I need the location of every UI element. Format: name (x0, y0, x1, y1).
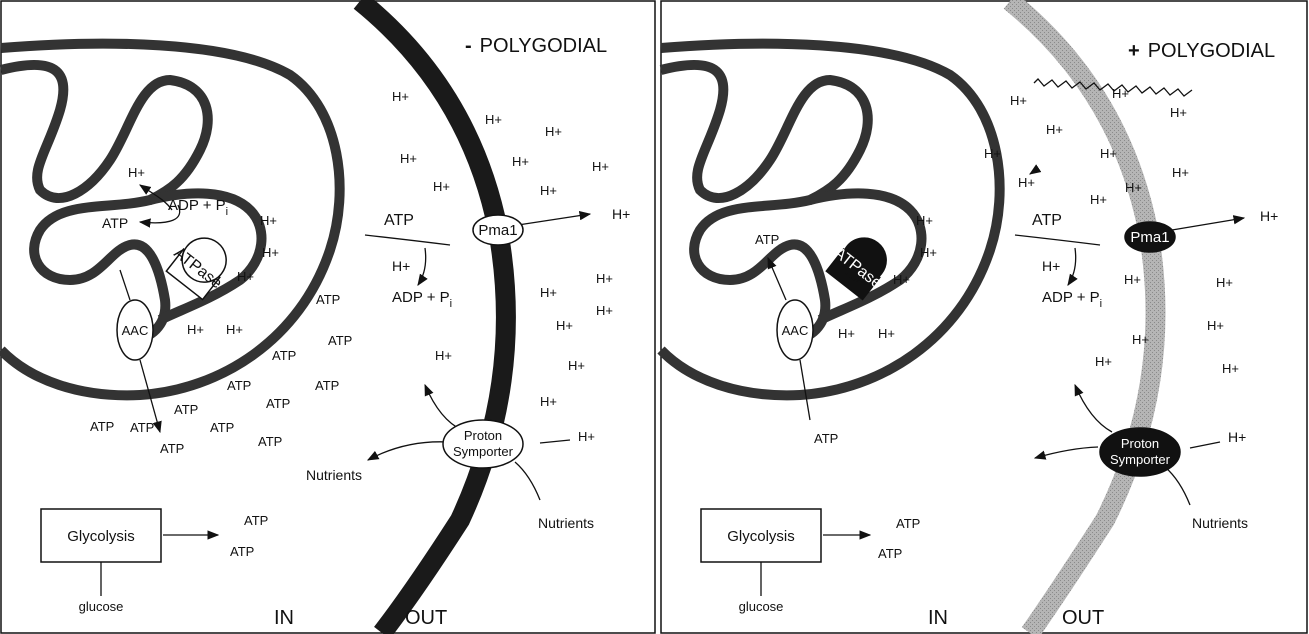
symporter-h-label: H+ (1228, 429, 1246, 445)
h-ion: H+ (512, 154, 529, 169)
h-ion: H+ (592, 159, 609, 174)
atp: ATP (227, 378, 251, 393)
h-ion: H+ (1090, 192, 1107, 207)
nutrients-in-label: Nutrients (306, 467, 362, 483)
symporter-label-2: Symporter (1110, 452, 1171, 467)
glycolysis-atp-1: ATP (896, 516, 920, 531)
h-ion: H+ (838, 326, 855, 341)
h-ion: H+ (878, 326, 895, 341)
h-ion: H+ (1207, 318, 1224, 333)
h-ion: H+ (435, 348, 452, 363)
h-ion: H+ (1112, 86, 1129, 101)
aac-label: AAC (782, 323, 809, 338)
h-ion: H+ (485, 112, 502, 127)
pma1-h-out-label: H+ (1260, 208, 1278, 224)
h-ion: H+ (1100, 146, 1117, 161)
out-label: OUT (405, 607, 447, 629)
h-ion: H+ (1170, 105, 1187, 120)
h-ion: H+ (540, 183, 557, 198)
panel-plus-polygodial: ATPase AAC ATP ATP Pma1 ATP H+ ADP + Pi … (661, 1, 1307, 633)
h-ion: H+ (596, 271, 613, 286)
symporter-label-1: Proton (464, 428, 502, 443)
h-ion: H+ (262, 245, 279, 260)
h-ion: H+ (984, 146, 1001, 161)
h-ion: H+ (1010, 93, 1027, 108)
symporter-label-1: Proton (1121, 436, 1159, 451)
h-ion: H+ (893, 272, 910, 287)
pma1-label: Pma1 (478, 222, 517, 239)
atp: ATP (160, 441, 184, 456)
pma1-h-in-label: H+ (392, 258, 410, 274)
nutrients-out-label: Nutrients (538, 515, 594, 531)
symporter-label-2: Symporter (453, 444, 514, 459)
atp: ATP (174, 402, 198, 417)
h-ion: H+ (400, 151, 417, 166)
pma1-h-in-label: H+ (1042, 258, 1060, 274)
h-ion: H+ (1216, 275, 1233, 290)
aac-atp-out: ATP (130, 420, 154, 435)
h-ion: H+ (433, 179, 450, 194)
aac-atp-in: ATP (755, 232, 779, 247)
in-label: IN (274, 607, 294, 629)
panel-title: -POLYGODIAL (465, 35, 607, 57)
nutrients-out-label: Nutrients (1192, 515, 1248, 531)
h-ion: H+ (1222, 361, 1239, 376)
in-label: IN (928, 607, 948, 629)
atp: ATP (328, 333, 352, 348)
mito-atp-label: ATP (102, 215, 128, 231)
atp: ATP (266, 396, 290, 411)
h-ion: H+ (226, 322, 243, 337)
h-ion: H+ (568, 358, 585, 373)
h-ion: H+ (916, 213, 933, 228)
h-ion: H+ (596, 303, 613, 318)
mito-h-label: H+ (128, 165, 145, 180)
h-ion: H+ (1172, 165, 1189, 180)
atp: ATP (210, 420, 234, 435)
h-ion: H+ (1046, 122, 1063, 137)
aac-label: AAC (122, 323, 149, 338)
pma1-h-out-label: H+ (612, 206, 630, 222)
out-label: OUT (1062, 607, 1104, 629)
glycolysis-atp-2: ATP (878, 546, 902, 561)
h-ion: H+ (540, 394, 557, 409)
h-ion: H+ (260, 213, 277, 228)
glycolysis-label: Glycolysis (727, 528, 795, 545)
h-ion: H+ (1124, 272, 1141, 287)
pma1-label: Pma1 (1130, 229, 1169, 246)
glucose-label: glucose (79, 599, 124, 614)
atp: ATP (90, 419, 114, 434)
glucose-label: glucose (739, 599, 784, 614)
panel-minus-polygodial: ATPase AAC H+ ADP + Pi ATP ATP Pma1 ATP … (1, 1, 655, 633)
atp: ATP (258, 434, 282, 449)
atp: ATP (272, 348, 296, 363)
panel-title: +POLYGODIAL (1128, 40, 1275, 62)
h-ion: H+ (1095, 354, 1112, 369)
h-ion: H+ (392, 89, 409, 104)
h-ion: H+ (237, 269, 254, 284)
h-ion: H+ (1125, 180, 1142, 195)
h-ion: H+ (556, 318, 573, 333)
h-ion: H+ (540, 285, 557, 300)
h-ion: H+ (187, 322, 204, 337)
glycolysis-atp-1: ATP (244, 513, 268, 528)
atp: ATP (315, 378, 339, 393)
h-ion: H+ (920, 245, 937, 260)
h-ion: H+ (545, 124, 562, 139)
aac-atp-out: ATP (814, 431, 838, 446)
glycolysis-atp-2: ATP (230, 544, 254, 559)
atp: ATP (316, 292, 340, 307)
pma1-atp-label: ATP (1032, 212, 1062, 229)
h-ion: H+ (1132, 332, 1149, 347)
h-ion: H+ (1018, 175, 1035, 190)
glycolysis-label: Glycolysis (67, 528, 135, 545)
pma1-atp-label: ATP (384, 212, 414, 229)
h-ion: H+ (578, 429, 595, 444)
